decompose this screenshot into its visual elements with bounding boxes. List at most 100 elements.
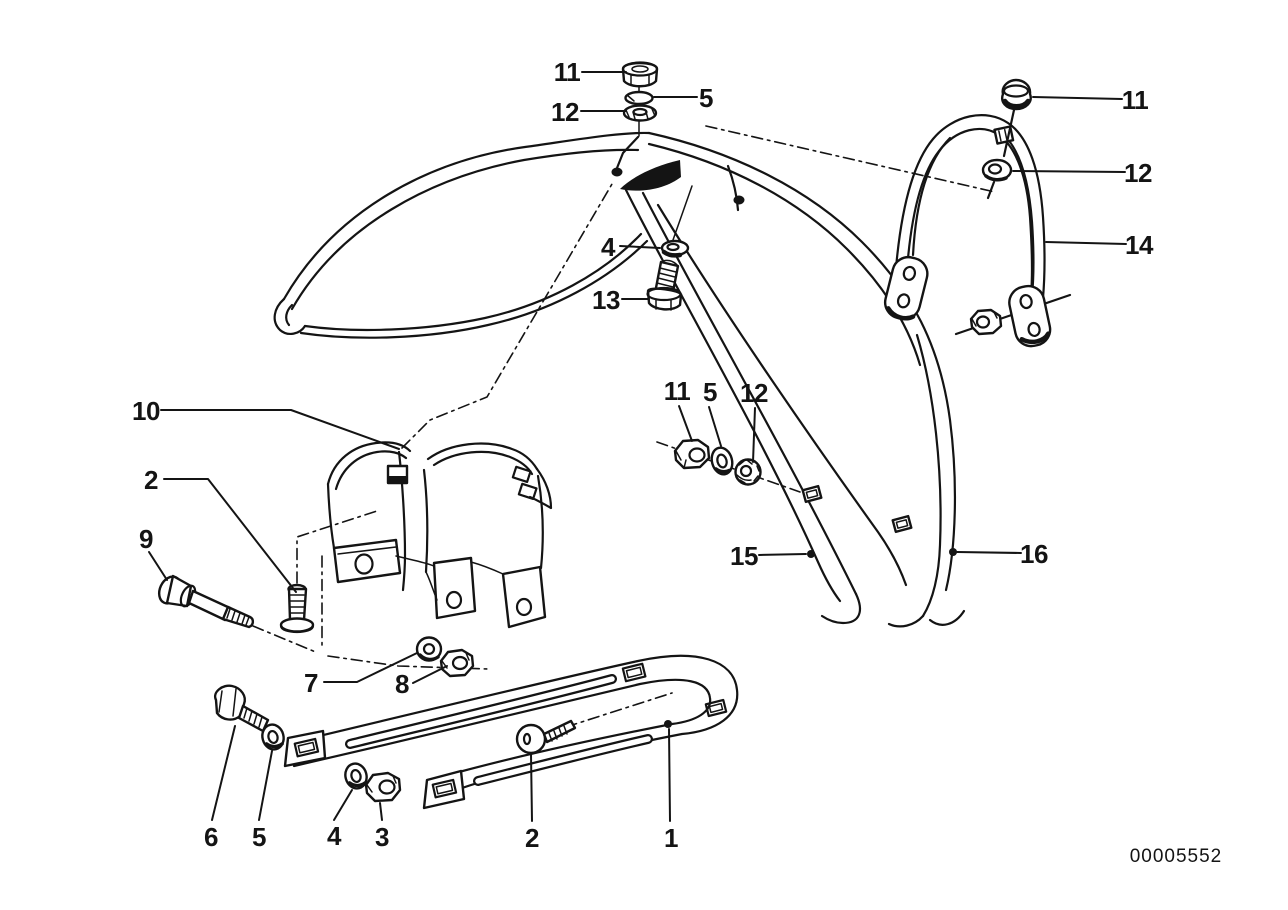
callout-label: 10 (132, 396, 160, 426)
callout-10: 10 (132, 396, 400, 450)
callout-1: 1 (664, 720, 679, 853)
hex-nut-mid (673, 438, 711, 470)
figure-number: 00005552 (1130, 846, 1223, 867)
callout-5: 5 (653, 83, 714, 113)
bolt-6 (213, 684, 270, 733)
washer-7 (415, 636, 443, 662)
callout-label: 7 (304, 668, 318, 698)
callout-label: 11 (554, 57, 581, 87)
callout-11: 11 (1032, 85, 1149, 115)
mudguard-clip (801, 484, 823, 504)
hex-nut-8 (439, 648, 475, 678)
callout-label: 9 (139, 524, 153, 554)
callout-leader-line (619, 245, 661, 249)
callout-12: 12 (740, 378, 768, 463)
bolt-13 (646, 259, 683, 311)
callout-label: 12 (740, 378, 768, 408)
callout-label: 4 (601, 232, 616, 262)
callout-12: 12 (1012, 158, 1152, 188)
callout-11: 11 (554, 57, 627, 87)
callout-9: 9 (139, 524, 168, 581)
callout-label: 15 (730, 541, 758, 571)
callout-end-dot (664, 720, 672, 728)
callout-label: 4 (327, 821, 342, 851)
callout-leader-line (211, 725, 236, 821)
callout-leader-line (530, 753, 533, 822)
bolt-9 (157, 574, 255, 629)
screw-2-upper (279, 583, 315, 634)
callout-leader-line (752, 407, 756, 463)
callout-leader-line (668, 728, 671, 822)
callout-leader-line (379, 802, 383, 821)
callout-6: 6 (204, 725, 236, 852)
mudguard-brace (883, 108, 1052, 348)
callout-13: 13 (592, 285, 650, 315)
callout-leader-line (758, 553, 807, 556)
callout-leader-line (1012, 170, 1126, 173)
callout-leader-line (323, 652, 418, 683)
hex-nut-top (621, 61, 659, 88)
callout-label: 5 (703, 377, 717, 407)
callout-14: 14 (1045, 230, 1154, 260)
lower-brace (283, 654, 739, 810)
callout-leader-line (148, 551, 168, 581)
callout-end-dot (807, 550, 815, 558)
callout-5: 5 (252, 750, 273, 852)
callout-leader-line (708, 406, 722, 447)
washer-4-lower (344, 762, 368, 790)
washer-5-lower (261, 723, 285, 751)
callout-11: 11 (664, 376, 693, 442)
callout-label: 8 (395, 669, 409, 699)
mudguard-clip (891, 514, 913, 534)
callout-label: 5 (699, 83, 713, 113)
callout-label: 16 (1020, 539, 1048, 569)
callout-end-dot (949, 548, 957, 556)
callout-leader-line (160, 409, 400, 450)
mounting-bracket (326, 441, 553, 629)
callout-label: 14 (1125, 230, 1154, 260)
mudguard-hole (733, 195, 745, 205)
callout-label: 3 (375, 822, 389, 852)
callout-label: 2 (144, 465, 158, 495)
callout-leader-line (678, 405, 693, 442)
hex-nut-3 (364, 771, 402, 803)
washer-mid (660, 185, 693, 258)
washer-5-mid (710, 446, 734, 476)
callout-leader-line (412, 665, 448, 684)
callout-leader-line (1045, 241, 1127, 245)
callout-label: 1 (664, 823, 678, 853)
callout-label: 5 (252, 822, 266, 852)
brace-tab-left (883, 255, 929, 321)
mudguard-hole (611, 167, 623, 177)
callout-leader-line (1032, 96, 1123, 100)
hex-nut-brace (969, 308, 1003, 336)
serrated-washer-mid (734, 458, 762, 486)
screw-2-lower (515, 719, 577, 755)
callout-label: 13 (592, 285, 620, 315)
callout-label: 12 (1124, 158, 1152, 188)
callout-leader-line (163, 478, 297, 593)
callout-label: 2 (525, 823, 539, 853)
callout-4: 4 (601, 232, 661, 262)
callout-label: 6 (204, 822, 218, 852)
callout-label: 12 (551, 97, 579, 127)
serrated-washer-top (622, 104, 658, 122)
callout-leader-line (956, 551, 1022, 554)
brace-tab-right (1008, 284, 1052, 348)
callout-leader-line (258, 750, 273, 821)
callout-2: 2 (144, 465, 297, 593)
callout-4: 4 (327, 789, 353, 851)
callout-leader-line (333, 789, 353, 821)
assembly-axis-lines (252, 125, 1072, 728)
callout-5: 5 (703, 377, 722, 447)
callout-12: 12 (551, 97, 627, 127)
callout-8: 8 (395, 665, 448, 699)
callout-label: 11 (1122, 85, 1149, 115)
callout-7: 7 (304, 652, 418, 698)
callout-16: 16 (949, 539, 1048, 569)
callout-15: 15 (730, 541, 815, 571)
callout-2: 2 (525, 753, 540, 853)
lock-washer-top (624, 90, 654, 106)
